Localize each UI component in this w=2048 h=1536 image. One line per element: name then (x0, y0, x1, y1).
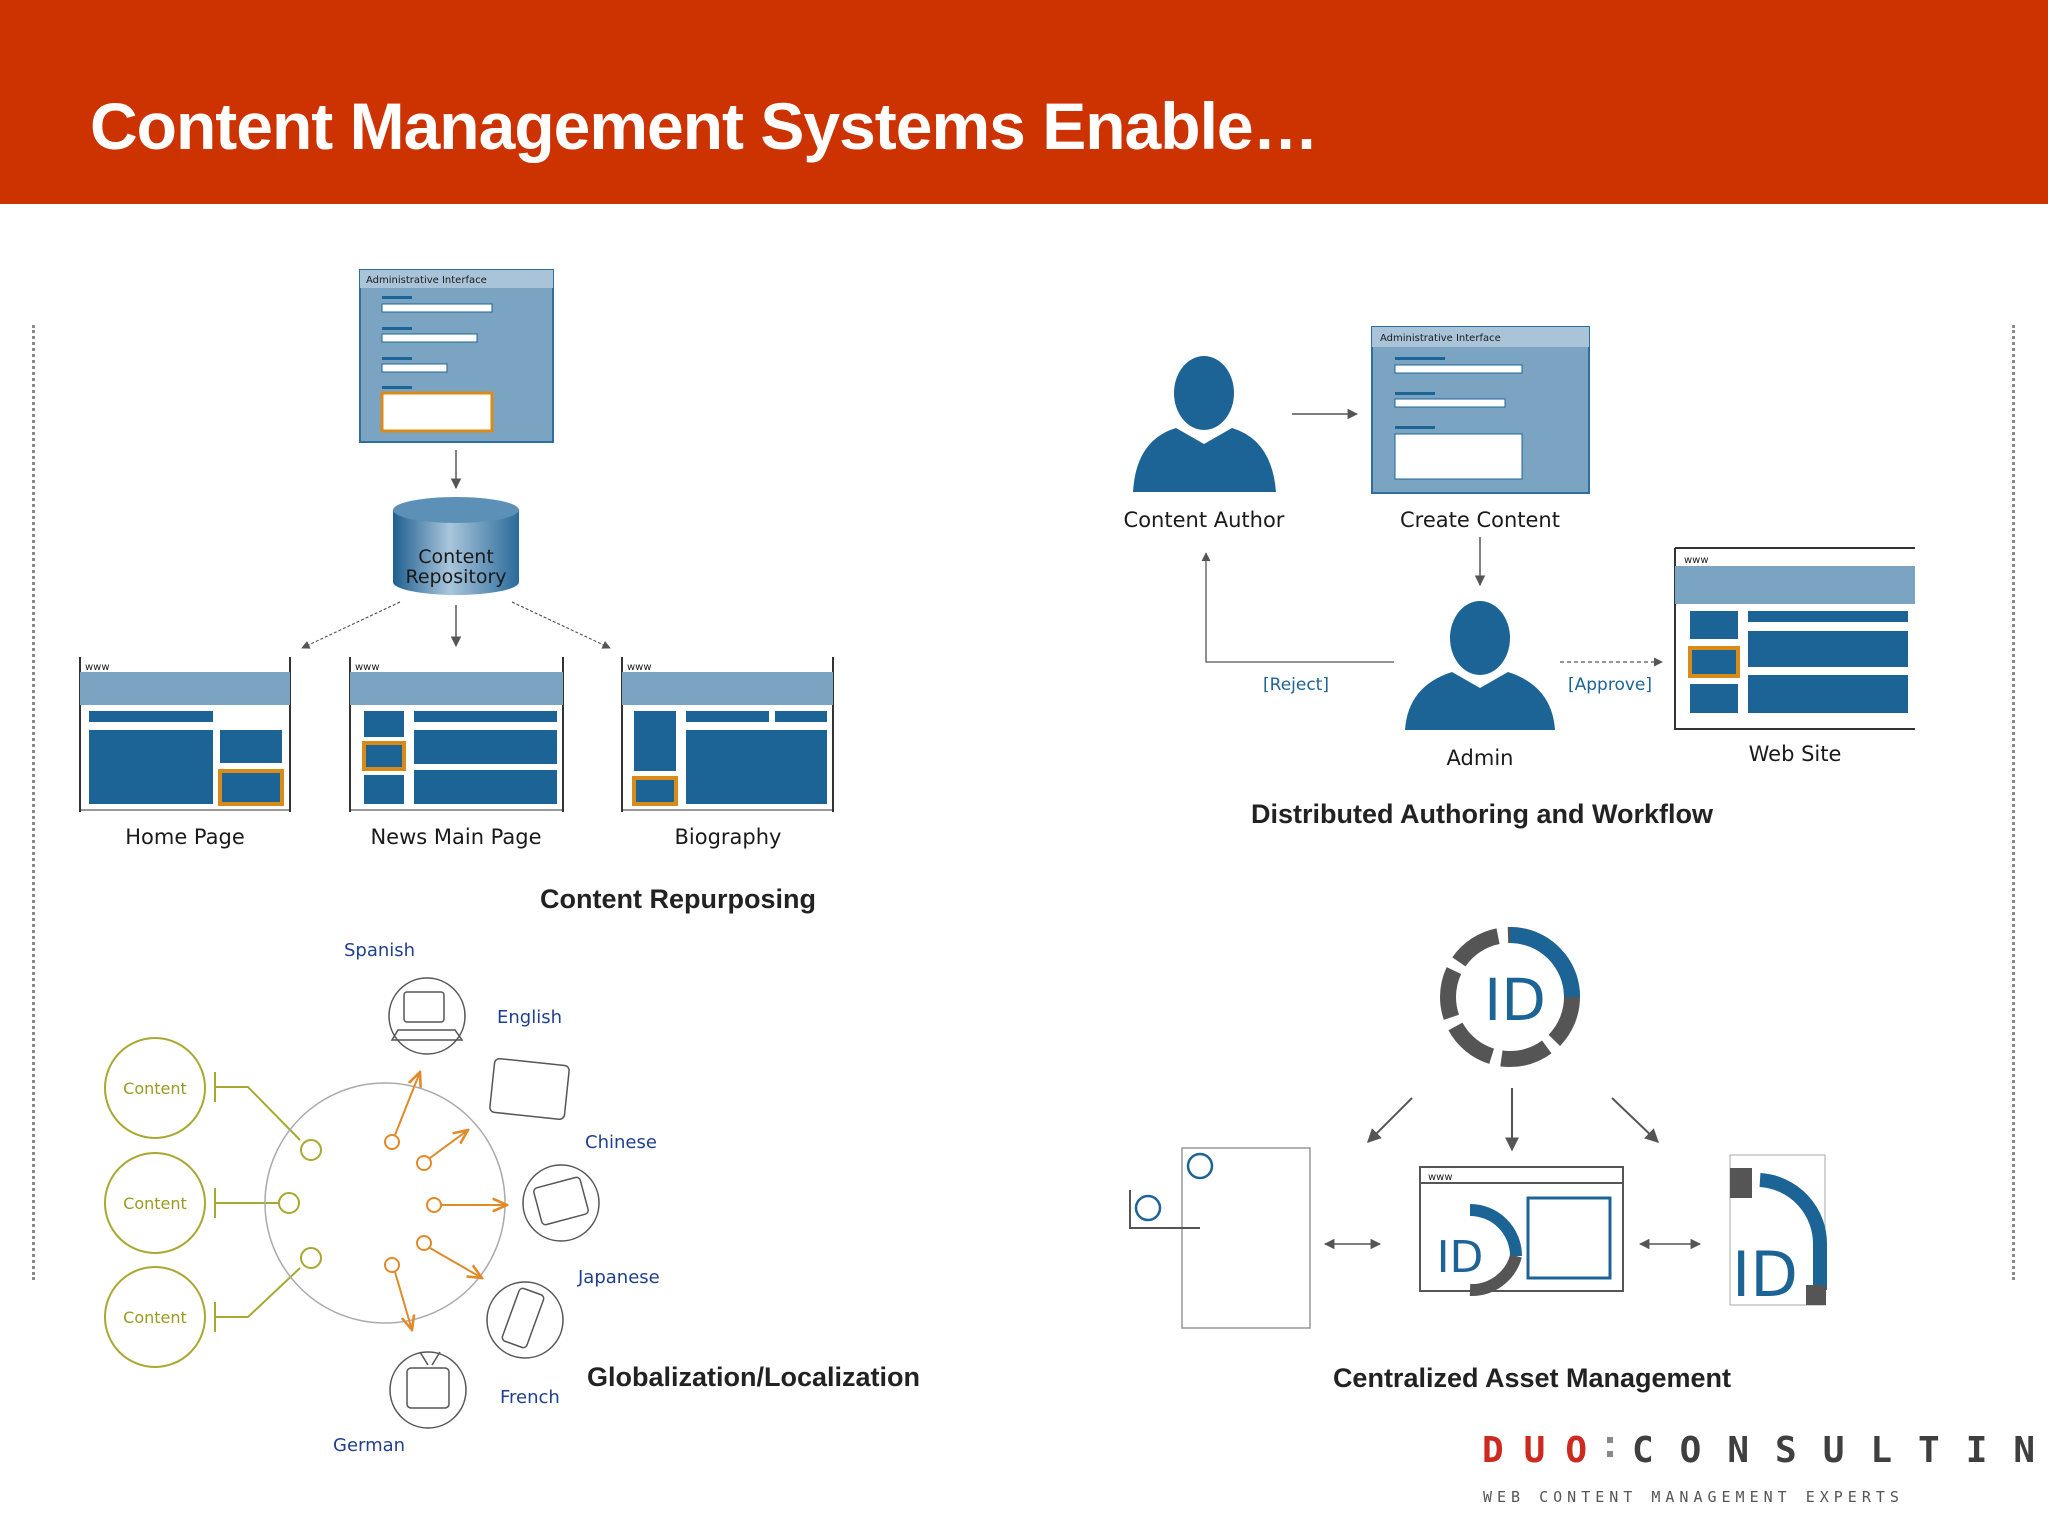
right-divider (2012, 325, 2015, 1280)
create-content-label: Create Content (1400, 508, 1560, 532)
chinese-label: Chinese (585, 1132, 657, 1153)
mobile-id-text: ID (1732, 1238, 1798, 1311)
content-circle-2-label: Content (123, 1194, 187, 1213)
admin-interface-panel: Administrative Interface (359, 269, 554, 443)
language-device-icons (388, 977, 600, 1429)
content-repository-icon: Content Repository (393, 497, 519, 595)
workflow-caption: Distributed Authoring and Workflow (1251, 799, 1714, 829)
french-label: French (500, 1387, 560, 1408)
create-content-interface: Administrative Interface (1371, 326, 1590, 494)
duo-consulting-logo: DUO CONSULTING WEB CONTENT MANAGEMENT EX… (1482, 1430, 2048, 1506)
logo-consulting: CONSULTING (1632, 1430, 2048, 1471)
website-label: Web Site (1749, 742, 1842, 766)
biography-page-url: www (627, 662, 652, 673)
news-page-label: News Main Page (370, 825, 541, 849)
mobile-id-icon: ID (1729, 1154, 1828, 1311)
biography-page-label: Biography (675, 825, 782, 849)
news-page-url: www (355, 662, 380, 673)
repository-label-line2: Repository (405, 566, 506, 588)
german-label: German (333, 1435, 405, 1456)
logo-tagline: WEB CONTENT MANAGEMENT EXPERTS (1483, 1488, 1904, 1506)
left-divider (32, 325, 35, 1280)
title-bar: Content Management Systems Enable… (0, 0, 2048, 204)
content-repurposing-caption: Content Repurposing (540, 884, 816, 914)
admin-label: Admin (1447, 746, 1514, 770)
logo-duo: DUO (1482, 1430, 1607, 1471)
content-circle-3-label: Content (123, 1308, 187, 1327)
id-logo-icon: ID (1440, 927, 1580, 1067)
home-page-url: www (85, 662, 110, 673)
spanish-label: Spanish (344, 940, 415, 961)
english-label: English (497, 1007, 562, 1028)
admin-icon (1405, 601, 1555, 730)
asset-management-caption: Centralized Asset Management (1333, 1363, 1731, 1393)
website-thumbnail: www (1674, 547, 1915, 730)
globalization-caption: Globalization/Localization (587, 1362, 920, 1392)
home-page-thumbnail: www Home Page (79, 657, 291, 849)
content-repurposing-diagram: Administrative Interface Content Reposit… (79, 269, 834, 914)
website-url: www (1684, 555, 1709, 566)
page-title: Content Management Systems Enable… (90, 89, 1319, 163)
print-document-icon (1129, 1147, 1311, 1329)
workflow-diagram: Content Author Administrative Interface … (1124, 326, 1915, 829)
reject-label: [Reject] (1263, 675, 1329, 695)
japanese-label: Japanese (577, 1267, 660, 1288)
home-page-label: Home Page (125, 825, 245, 849)
admin-interface-title: Administrative Interface (366, 275, 487, 286)
globalization-diagram: Content Content Content (104, 940, 920, 1456)
approve-label: [Approve] (1568, 675, 1652, 695)
content-author-icon (1133, 356, 1276, 492)
website-id-icon: www ID (1419, 1166, 1624, 1296)
biography-page-thumbnail: www Biography (621, 657, 834, 849)
content-circle-1-label: Content (123, 1079, 187, 1098)
news-main-page-thumbnail: www News Main Page (349, 657, 564, 849)
asset-management-diagram: ID www ID ID Centralize (1129, 927, 1828, 1393)
workflow-interface-title: Administrative Interface (1380, 333, 1501, 344)
repository-label-line1: Content (418, 546, 494, 568)
id-logo-text: ID (1484, 966, 1546, 1034)
content-author-label: Content Author (1124, 508, 1285, 532)
asset-site-id-text: ID (1437, 1232, 1484, 1283)
asset-website-url: www (1428, 1172, 1453, 1183)
